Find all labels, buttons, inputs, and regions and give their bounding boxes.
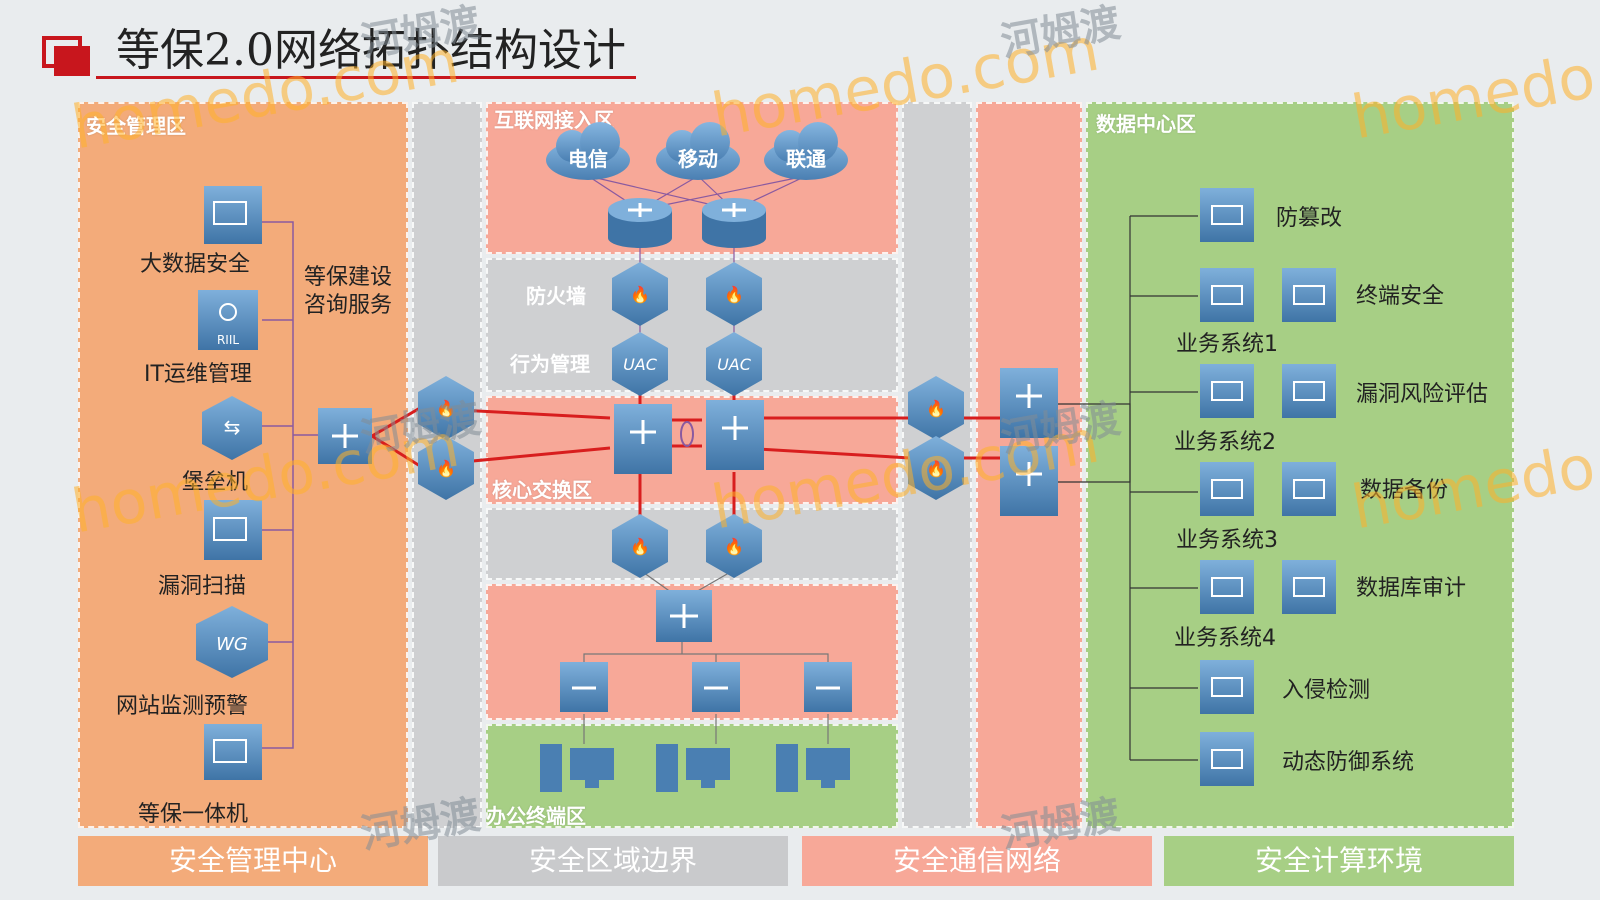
behavior-mgmt-label: 行为管理 — [510, 352, 590, 376]
desktop-pc-icon — [776, 744, 850, 792]
zone-label-mgmt: 安全管理区 — [86, 114, 186, 138]
riil-label: RIIL — [217, 333, 239, 347]
dc-item-biz3: 业务系统3 — [1176, 528, 1278, 553]
flame-glyph: 🔥 — [436, 459, 456, 478]
page-title: 等保2.0网络拓扑结构设计 — [116, 25, 626, 76]
dc-item-biz1: 业务系统1 — [1176, 332, 1278, 357]
dc-item-dynamic: 动态防御系统 — [1282, 750, 1415, 775]
uac-label: UAC — [623, 355, 658, 374]
router-icon — [608, 198, 672, 248]
server-icon — [1200, 268, 1254, 322]
bar-comm-network: 安全通信网络 — [802, 836, 1152, 886]
mgmt-item-vulnscan: 漏洞扫描 — [158, 574, 247, 599]
office-pcs — [540, 744, 850, 792]
dc-links — [1058, 215, 1198, 761]
firewall-icon — [612, 262, 668, 326]
server-icon — [1200, 188, 1254, 242]
server-icon — [1200, 364, 1254, 418]
dc-item-backup: 数据备份 — [1360, 478, 1449, 503]
cloud-unicom-label: 联通 — [786, 147, 826, 171]
firewall-icon — [706, 514, 762, 578]
bar-mgmt-center: 安全管理中心 — [78, 836, 428, 886]
consult-service-label: 等保建设咨询服务 — [304, 265, 393, 318]
firewall-icon — [612, 514, 668, 578]
dc-item-biz2: 业务系统2 — [1174, 430, 1276, 455]
mgmt-item-itops: IT运维管理 — [144, 362, 252, 387]
flame-glyph: 🔥 — [436, 399, 456, 418]
link-aggregation-icon — [680, 421, 694, 447]
title-underline — [96, 76, 636, 79]
flame-glyph: 🔥 — [926, 459, 946, 478]
flame-glyph: 🔥 — [724, 285, 744, 304]
server-icon — [1200, 732, 1254, 786]
dc-item-dbaudit: 数据库审计 — [1356, 576, 1467, 601]
wg-icon — [196, 606, 268, 678]
flame-glyph: 🔥 — [630, 285, 650, 304]
title-icon-fill — [54, 46, 90, 76]
wg-label: WG — [216, 634, 248, 655]
desktop-pc-icon — [540, 744, 614, 792]
mgmt-servers — [198, 186, 262, 780]
integrated-device-icon — [204, 724, 262, 780]
mgmt-item-webmonitor: 网站监测预警 — [116, 694, 249, 719]
zone-label-datacenter: 数据中心区 — [1096, 112, 1196, 136]
bar-area-boundary: 安全区域边界 — [438, 836, 788, 886]
cloud-mobile-label: 移动 — [678, 147, 718, 171]
firewall-icon — [706, 262, 762, 326]
dc-item-ids: 入侵检测 — [1282, 678, 1371, 703]
cloud-telecom-icon — [546, 122, 630, 180]
desktop-pc-icon — [656, 744, 730, 792]
firewall-icon — [908, 376, 964, 440]
internet-links — [587, 175, 807, 338]
cloud-mobile-icon — [656, 122, 740, 180]
bar-compute-env: 安全计算环境 — [1164, 836, 1514, 886]
dc-item-endpoint: 终端安全 — [1356, 284, 1445, 309]
server-icon — [1282, 560, 1336, 614]
server-icon — [1282, 268, 1336, 322]
cloud-unicom-icon — [764, 122, 848, 180]
mgmt-item-bigdata: 大数据安全 — [140, 252, 251, 277]
uac-label: UAC — [717, 355, 752, 374]
flame-glyph: 🔥 — [630, 537, 650, 556]
firewall-icon — [418, 376, 474, 440]
server-icon — [1200, 462, 1254, 516]
zone-label-office: 办公终端区 — [486, 804, 586, 828]
server-icon — [1282, 364, 1336, 418]
zone-fw2 — [486, 508, 898, 580]
server-icon — [1282, 462, 1336, 516]
firewall-label: 防火墙 — [526, 284, 586, 308]
zone-label-core: 核心交换区 — [492, 478, 592, 502]
server-icon — [1200, 560, 1254, 614]
vuln-scan-icon — [204, 500, 262, 560]
dc-item-anti-tamper: 防篡改 — [1276, 206, 1343, 231]
dc-servers — [1200, 188, 1336, 786]
mgmt-item-bastion: 堡垒机 — [182, 470, 249, 495]
zone-firewall — [486, 258, 898, 392]
router-icon — [702, 198, 766, 248]
firewall-icon — [908, 436, 964, 500]
flame-glyph: 🔥 — [724, 537, 744, 556]
firewall-icon — [418, 436, 474, 500]
uac-icon — [612, 332, 668, 396]
firewall-icons — [196, 262, 964, 678]
arrow-glyph: ⇆ — [224, 415, 241, 439]
server-icon — [1200, 660, 1254, 714]
bastion-icon — [202, 396, 262, 460]
dc-item-biz4: 业务系统4 — [1174, 626, 1276, 651]
uac-icon — [706, 332, 762, 396]
bigdata-security-icon — [204, 186, 262, 244]
dc-item-vuln: 漏洞风险评估 — [1356, 382, 1489, 407]
flame-glyph: 🔥 — [926, 399, 946, 418]
mgmt-item-integrated: 等保一体机 — [138, 802, 249, 827]
cloud-telecom-label: 电信 — [568, 147, 608, 171]
